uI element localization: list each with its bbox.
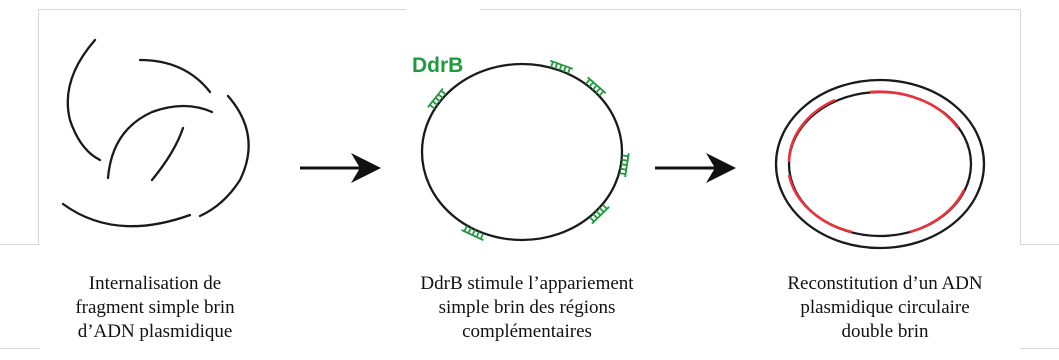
frame-bottom-right [1020, 244, 1059, 245]
ssdna-fragments [61, 38, 250, 228]
new-strand-segment [869, 90, 960, 129]
caption-line: complémentaires [462, 321, 592, 342]
ddrb-protein-icon [461, 225, 485, 242]
caption-line: simple brin des régions [438, 297, 616, 318]
ddrb-protein-icon [619, 153, 630, 178]
caption-line: double brin [841, 321, 929, 342]
ddrb-protein-icon [549, 59, 574, 74]
ddrb-protein-icon [427, 87, 447, 110]
ddrb-proteins [427, 59, 630, 242]
ssdna-fragment [138, 58, 212, 94]
ssdna-fragment [106, 104, 214, 180]
caption-line: plasmidique circulaire [800, 297, 970, 318]
ssdna-fragment [150, 126, 185, 182]
frame-bottom-edge-left [0, 348, 40, 349]
ssdna-fragment [66, 38, 102, 162]
frame-top-right [480, 9, 1020, 10]
caption-line: fragment simple brin [75, 297, 235, 318]
ssdna-fragment [198, 94, 250, 218]
frame-bottom-edge-right [1020, 348, 1059, 349]
caption-line: Internalisation de [88, 273, 222, 294]
ssdna-fragment [61, 202, 192, 228]
frame-right [1020, 9, 1021, 244]
ssdna-circle [420, 62, 624, 242]
ddrb-protein-icon [589, 203, 610, 225]
new-strand-segment [909, 189, 966, 234]
caption-line: Reconstitution d’un ADN [787, 273, 983, 294]
ddrb-label: DdrB [412, 54, 464, 77]
new-strand-segment [787, 174, 853, 234]
caption-step-3: Reconstitution d’un ADN plasmidique circ… [760, 272, 1010, 344]
new-strand-segment [787, 98, 836, 163]
caption-line: DdrB stimule l’appariement [420, 273, 634, 294]
dsdna-plasmid [774, 78, 986, 250]
frame-bottom-left [0, 244, 40, 245]
annealing-plasmid [420, 59, 630, 242]
caption-step-2: DdrB stimule l’appariement simple brin d… [382, 272, 672, 344]
ddrb-protein-icon [585, 76, 607, 97]
frame-top-left [38, 9, 406, 10]
outer-strand [774, 78, 986, 250]
caption-line: d’ADN plasmidique [77, 321, 233, 342]
caption-step-1: Internalisation de fragment simple brin … [55, 272, 255, 344]
frame-left [38, 9, 39, 244]
